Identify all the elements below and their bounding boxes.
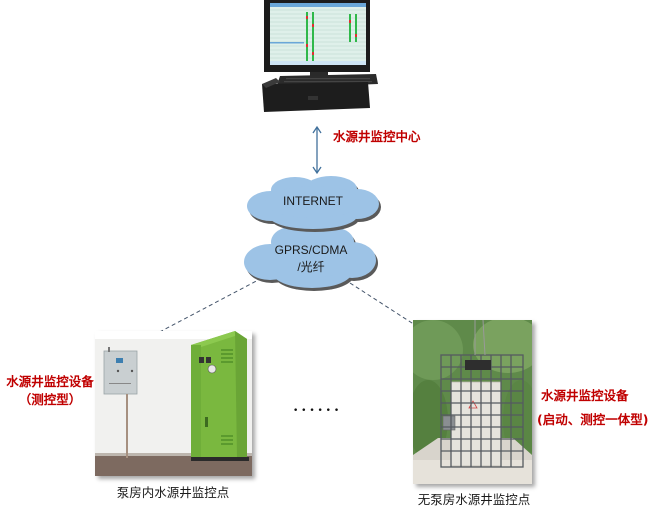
pump-house-site-photo <box>95 331 252 476</box>
site2-caption: 无泵房水源井监控点 <box>417 492 531 507</box>
site1-device-type: （测控型） <box>18 392 82 407</box>
monitoring-center-computer <box>258 0 380 115</box>
cloud-icon <box>244 226 378 291</box>
monitoring-center-label: 水源井监控中心 <box>333 129 421 144</box>
gprs-cdma-fiber-cloud: GPRS/CDMA /光纤 <box>240 220 382 294</box>
fiber-label: /光纤 <box>297 260 325 274</box>
site1-device-name: 水源井监控设备 <box>6 374 94 389</box>
site1-device-label: 水源井监控设备 （测控型） <box>2 373 98 409</box>
more-sites-ellipsis: • • • • • • <box>293 406 340 416</box>
outdoor-site-photo <box>413 320 532 484</box>
site2-device-name: 水源井监控设备 <box>541 388 629 403</box>
double-arrow-icon <box>312 125 322 175</box>
cloud-icon <box>247 176 381 232</box>
computer-workstation-icon <box>262 0 378 112</box>
gprs-cdma-label: GPRS/CDMA <box>274 243 348 257</box>
site2-device-type: (启动、测控一体型) <box>537 412 649 427</box>
connection-arrow <box>310 124 324 176</box>
site1-caption: 泵房内水源井监控点 <box>116 485 230 500</box>
internet-label: INTERNET <box>283 194 343 208</box>
site2-device-label: 水源井监控设备 (启动、测控一体型) <box>537 384 648 432</box>
internet-cloud: INTERNET <box>243 174 383 234</box>
